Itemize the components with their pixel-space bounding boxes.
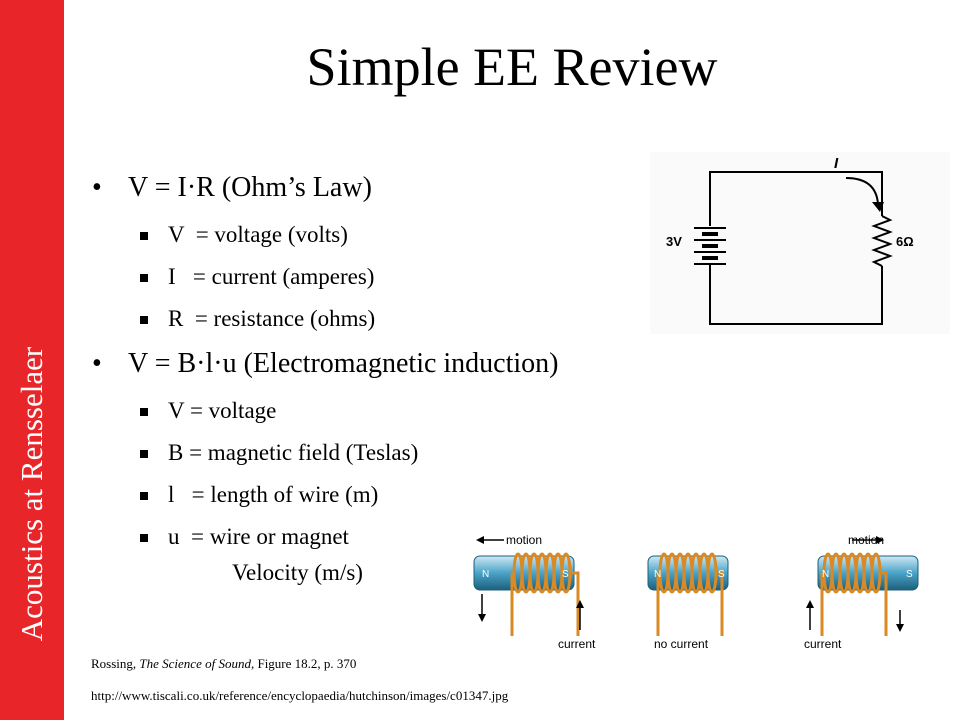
circuit-diagram: I 3V 6Ω: [650, 152, 950, 334]
motion-label: motion: [848, 533, 884, 547]
square-bullet-icon: [140, 492, 148, 500]
current-label: I: [834, 155, 839, 172]
current-label: current: [558, 637, 596, 651]
square-bullet-icon: [140, 316, 148, 324]
square-bullet-icon: [140, 232, 148, 240]
induction-diagram: motion current N S no current N S: [473, 533, 919, 651]
sub-bullet-continuation: Velocity (m/s): [232, 560, 363, 585]
square-bullet-icon: [140, 534, 148, 542]
svg-text:N: N: [482, 569, 489, 580]
svg-text:N: N: [822, 569, 829, 580]
svg-text:S: S: [906, 569, 913, 580]
motion-label: motion: [506, 533, 542, 547]
slide-title: Simple EE Review: [306, 37, 718, 97]
svg-text:S: S: [562, 569, 569, 580]
figure-caption: Rossing, The Science of Sound, Figure 18…: [91, 656, 357, 671]
magnet-panel-middle: no current N S: [647, 552, 729, 651]
bullet-dot-icon: •: [92, 172, 102, 203]
svg-text:N: N: [654, 569, 661, 580]
battery-label: 3V: [666, 234, 682, 249]
bullet-text: V = I·R (Ohm’s Law): [128, 172, 372, 203]
square-bullet-icon: [140, 408, 148, 416]
square-bullet-icon: [140, 274, 148, 282]
sidebar-bar: Acoustics at Rensselaer: [0, 0, 64, 720]
svg-text:S: S: [718, 569, 725, 580]
resistor-label: 6Ω: [896, 234, 914, 249]
square-bullet-icon: [140, 450, 148, 458]
magnet-panel-left: motion current N S: [473, 533, 596, 651]
current-label: current: [804, 637, 842, 651]
source-url[interactable]: http://www.tiscali.co.uk/reference/encyc…: [91, 688, 509, 703]
sidebar-title: Acoustics at Rensselaer: [14, 346, 49, 642]
book-title: The Science of Sound: [139, 656, 251, 671]
bullet-text: V = B·l·u (Electromagnetic induction): [128, 348, 559, 379]
bullet-dot-icon: •: [92, 348, 102, 379]
no-current-label: no current: [654, 637, 709, 651]
magnet-panel-right: motion current N S: [804, 533, 919, 651]
